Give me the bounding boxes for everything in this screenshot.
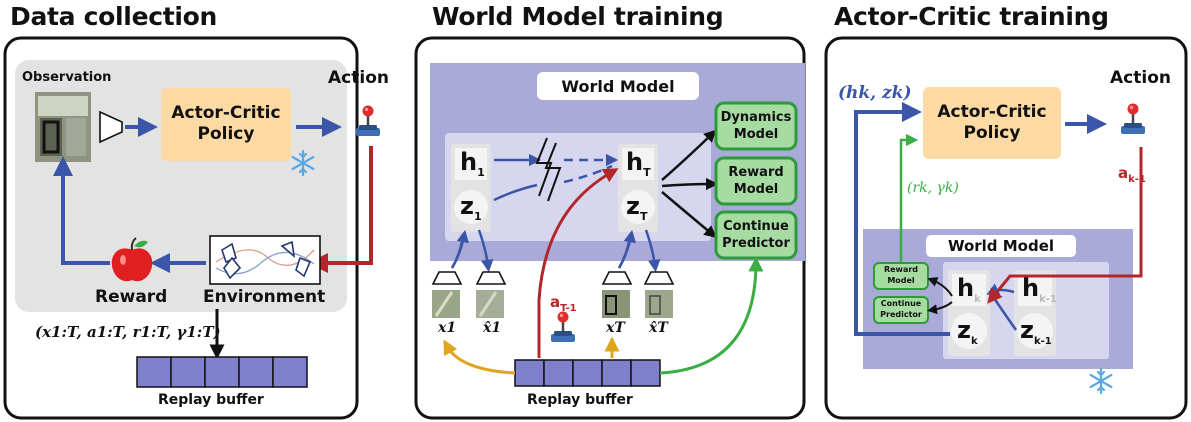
action-to-latent-arrow <box>987 147 1143 304</box>
hT-box <box>622 148 654 180</box>
h1-box <box>455 148 487 180</box>
reward-to-obs-arrow <box>53 156 110 265</box>
zk-label: zk <box>957 316 978 347</box>
hT-label: hT <box>626 148 651 179</box>
xT-image <box>602 290 630 318</box>
policy-label-line1: Actor-Critic <box>171 103 281 123</box>
encode-x1-arrow <box>450 229 469 269</box>
world-model-title-box-ac <box>926 235 1076 257</box>
hk-label: hk <box>957 274 981 305</box>
lightning-break-icon <box>535 137 553 197</box>
dynamics-label-line1: Dynamics <box>720 110 792 125</box>
replay-buffer-2 <box>514 359 661 387</box>
hk-box <box>952 274 986 306</box>
action-label-ac: Action <box>1110 68 1171 88</box>
state-tuple-label: (hk, zk) <box>838 83 912 103</box>
policy-label-ac-line1: Actor-Critic <box>937 102 1047 122</box>
x1-image <box>432 290 460 318</box>
z1-forward-arrow <box>493 183 538 202</box>
continue-label-ac-line2: Predictor <box>880 310 922 319</box>
continue-label-line2: Predictor <box>722 236 790 251</box>
policy-label-ac-line2: Policy <box>963 123 1021 143</box>
policy-label-line2: Policy <box>197 124 255 144</box>
xhatT-label: x̂T <box>649 320 668 336</box>
to-continue-arrow-ac <box>927 301 953 315</box>
zT-label: zT <box>626 192 648 223</box>
continue-label-ac-line1: Continue <box>880 299 922 308</box>
world-model-training-title: World Model training <box>432 2 724 31</box>
observation-label: Observation <box>22 70 112 85</box>
environment-label: Environment <box>203 287 326 307</box>
action-to-env-arrow <box>308 146 373 273</box>
xhat1-image <box>476 290 504 318</box>
to-reward-arrow-ac <box>927 277 953 297</box>
xT-label: xT <box>606 320 625 336</box>
world-model-title-box <box>537 72 699 100</box>
replay-buffer-label-2: Replay buffer <box>527 392 633 408</box>
reward-model-label-line1: Reward <box>728 165 784 180</box>
x1-label: x1 <box>438 320 457 336</box>
zk-1-node <box>1017 313 1053 349</box>
state-to-policy-arrow <box>854 102 950 336</box>
xhat1-label: x̂1 <box>483 320 502 336</box>
replay-buffer-label-1: Replay buffer <box>158 392 264 408</box>
to-dynamics-arrow <box>661 129 717 181</box>
joystick-icon <box>354 104 382 138</box>
xhatT-image <box>645 290 673 318</box>
actor-critic-training-title: Actor-Critic training <box>834 2 1109 31</box>
decode-xT-arrow <box>644 229 661 273</box>
rewards-to-policy-arrow <box>899 133 919 262</box>
reward-model-box-ac <box>873 262 929 290</box>
h1-label: h1 <box>460 148 485 179</box>
reward-label: Reward <box>95 287 168 307</box>
a-T-1-label: aT-1 <box>550 293 577 314</box>
apple-icon <box>111 237 153 282</box>
action-to-hT-arrow <box>537 168 619 358</box>
encode-xT-arrow <box>617 229 636 269</box>
reward-model-label-ac-line1: Reward <box>883 265 919 274</box>
world-model-label: World Model <box>561 77 675 96</box>
hk-1-box <box>1018 274 1052 306</box>
action-label: Action <box>328 68 389 88</box>
continue-label-line1: Continue <box>723 219 789 234</box>
policy-box <box>161 88 291 161</box>
camera-image-icon <box>35 92 91 162</box>
hk-1-label: hk-1 <box>1022 274 1057 305</box>
data-collection-title: Data collection <box>10 2 218 31</box>
to-continue-arrow <box>661 191 717 239</box>
a-k-1-label: ak-1 <box>1118 164 1146 185</box>
dynamics-model-box <box>714 101 798 151</box>
decode-x1-arrow <box>477 229 494 273</box>
policy-box-ac <box>923 87 1061 159</box>
rewards-tuple-label: (rk, γk) <box>907 180 959 196</box>
zk-node <box>951 313 987 349</box>
z1-label: z1 <box>460 192 482 223</box>
zk-1-label: zk-1 <box>1020 316 1052 347</box>
reward-model-box <box>714 156 798 206</box>
environment-scene-icon <box>209 235 321 285</box>
trajectory-tuple-label: (x1:T, a1:T, r1:T, γ1:T) <box>35 323 221 341</box>
to-reward-arrow <box>661 177 719 191</box>
dynamics-label-line2: Model <box>733 127 779 142</box>
world-model-label-ac: World Model <box>947 237 1055 255</box>
reward-model-label-line2: Model <box>733 182 779 197</box>
buffer-to-x1-arrow <box>443 339 516 375</box>
reward-model-label-ac-line2: Model <box>887 276 915 285</box>
zT-node <box>621 190 655 224</box>
buffer-to-modules-arrow <box>659 256 764 375</box>
encoder-trapezoid-icon <box>99 110 123 144</box>
replay-buffer-1 <box>136 356 308 388</box>
z1-node <box>454 190 488 224</box>
